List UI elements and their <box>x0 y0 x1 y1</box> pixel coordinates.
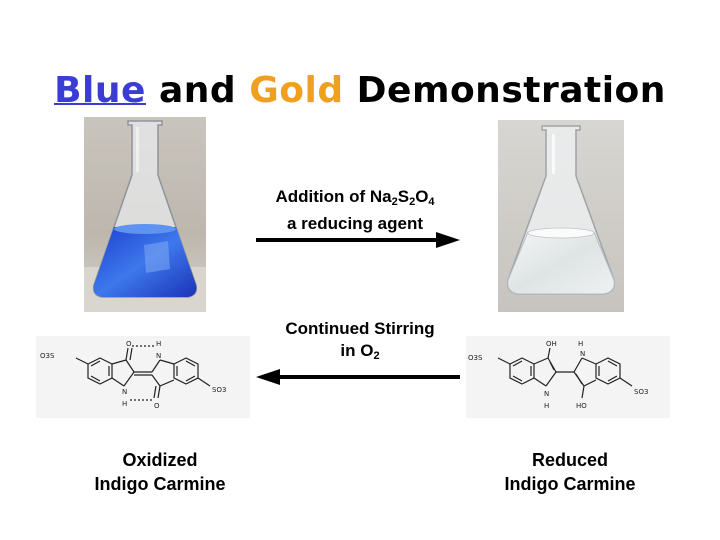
reduced-caption: Reduced Indigo Carmine <box>480 448 660 496</box>
so3-right-text: SO3 <box>212 386 226 394</box>
oh-top-text: OH <box>546 340 557 348</box>
oxidized-caption: Oxidized Indigo Carmine <box>70 448 250 496</box>
reducing-agent-line1: Addition of Na2S2O4 <box>275 187 435 208</box>
right-arrow <box>256 232 460 248</box>
oxidized-caption-line2: Indigo Carmine <box>94 474 226 494</box>
left-arrow <box>256 369 460 385</box>
r-h-bottom-text: H <box>544 402 549 410</box>
blue-flask-image <box>84 117 206 312</box>
r-h-top-text: H <box>578 340 583 348</box>
ho-bottom-text: HO <box>576 402 587 410</box>
o-bottom-text: O <box>154 402 160 410</box>
oxidized-indigo-structure: O3S SO3 O O H N N H <box>36 336 250 418</box>
stirring-line1: Continued Stirring <box>285 319 435 338</box>
stirring-line2: in O2 <box>340 341 380 362</box>
n-top-text: N <box>156 352 161 360</box>
r-so3-right-text: SO3 <box>634 388 648 396</box>
n-bottom-text: N <box>122 388 127 396</box>
reduced-caption-line2: Indigo Carmine <box>504 474 636 494</box>
slide-title: Blue and Gold Demonstration <box>0 70 720 111</box>
r-n-top-text: N <box>580 350 585 358</box>
title-demonstration-word: Demonstration <box>356 70 666 111</box>
blue-flask-photo <box>84 117 206 312</box>
r-so3-left-text: O3S <box>468 354 483 362</box>
title-and-word: and <box>158 70 237 111</box>
reduced-indigo-structure: O3S SO3 OH H N N H HO <box>466 336 670 418</box>
h-top-text: H <box>156 340 161 348</box>
reducing-agent-line2: a reducing agent <box>286 214 424 233</box>
clear-flask-image <box>498 120 624 312</box>
reduced-caption-line1: Reduced <box>531 450 609 470</box>
r-n-bottom-text: N <box>544 390 549 398</box>
clear-flask-photo <box>498 120 624 312</box>
so3-left-text: O3S <box>40 352 55 360</box>
title-gold-word: Gold <box>249 70 344 111</box>
reducing-agent-label: Addition of Na2S2O4 a reducing agent <box>240 186 470 235</box>
o-top-text: O <box>126 340 132 348</box>
stirring-label: Continued Stirring in O2 <box>250 318 470 367</box>
h-bottom-text: H <box>122 400 127 408</box>
oxidized-caption-line1: Oxidized <box>122 450 198 470</box>
title-blue-word: Blue <box>54 70 146 111</box>
